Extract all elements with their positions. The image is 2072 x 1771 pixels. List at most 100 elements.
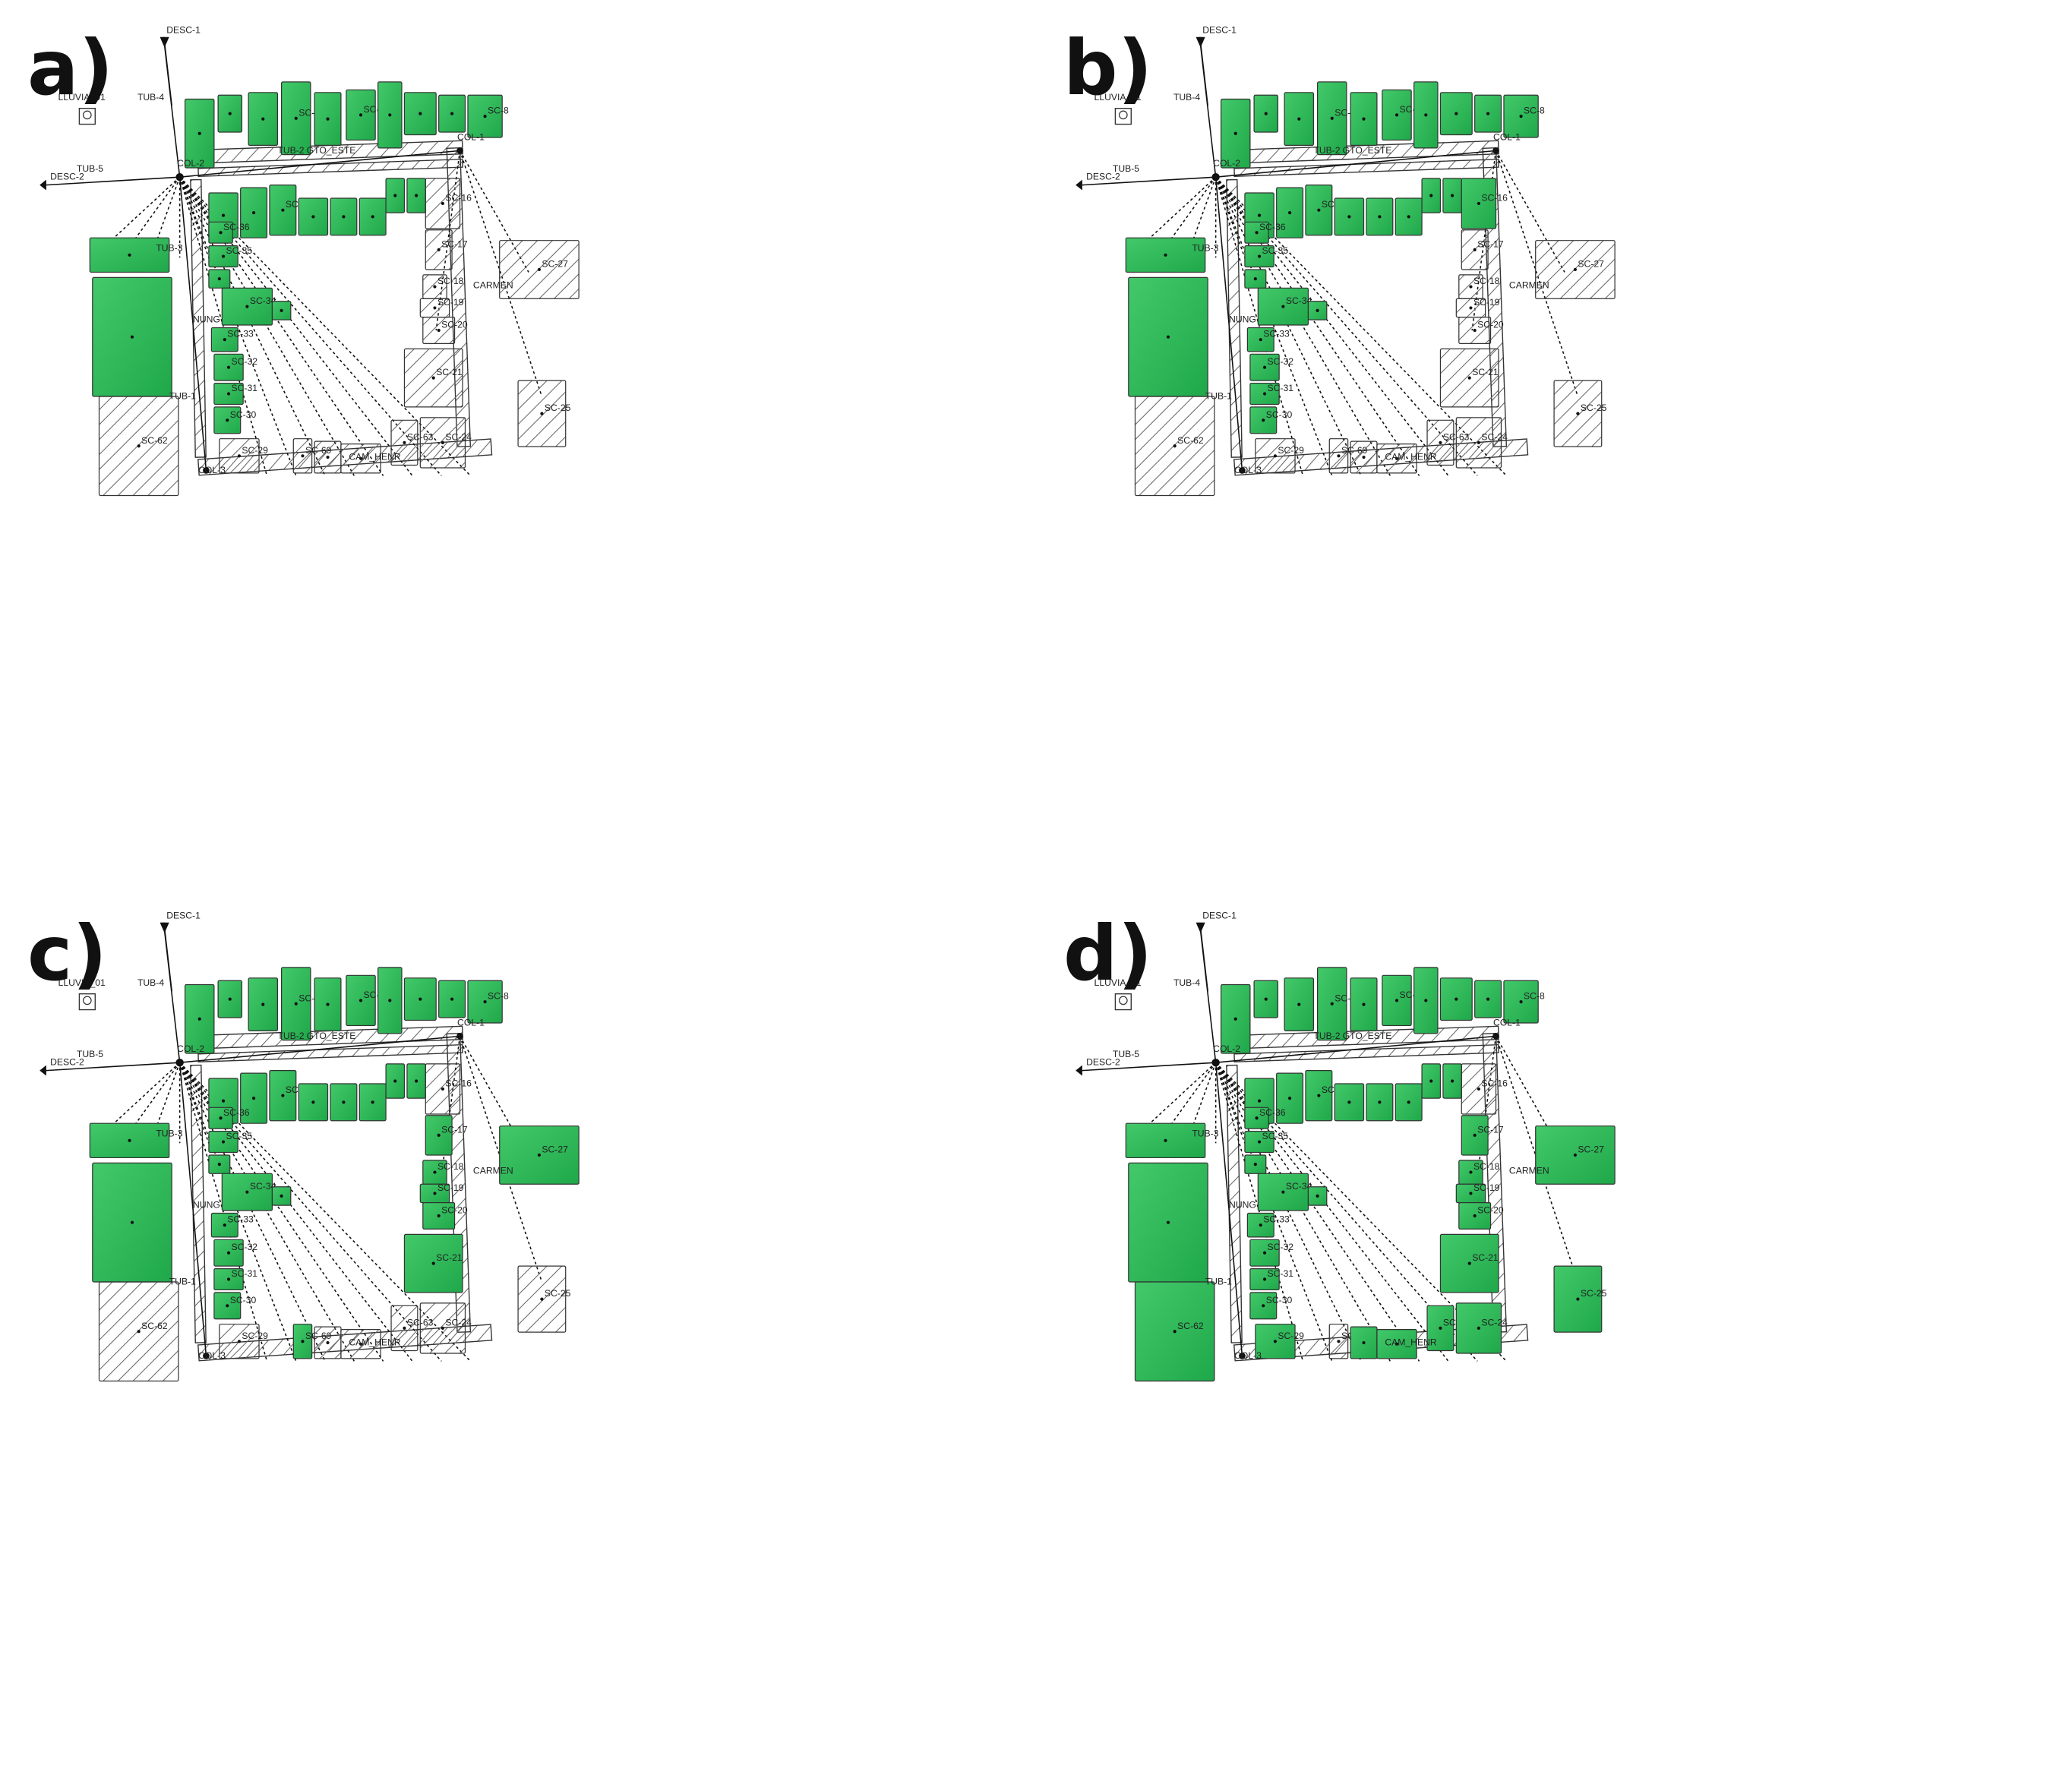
subcatchment-label: SC-21: [1472, 1252, 1499, 1263]
node-label: COL-3: [198, 1350, 226, 1361]
panel-b: SC-6SC-60SC-8SC-11SC-16SC-62SC-36SC-35SC…: [1036, 0, 2072, 886]
subcatchment-label: SC-32: [1268, 356, 1294, 367]
subcatchment-label: SC-34: [1286, 295, 1312, 306]
subcatchment-label: SC-35: [226, 245, 253, 256]
subcatchment-label: SC-19: [1473, 1182, 1500, 1193]
subcatchment-label: SC-27: [542, 1144, 568, 1154]
node-label: GTO_ESTE: [1343, 1031, 1392, 1041]
node-label: LLUVIA_01: [58, 977, 106, 988]
subcatchment-label: SC-35: [226, 1131, 253, 1141]
subcatchment-label: SC-8: [488, 991, 509, 1002]
node-label: COL-2: [1213, 158, 1240, 169]
subcatchment-label: SC-33: [1263, 1214, 1290, 1225]
subcatchment-label: SC-17: [1477, 238, 1504, 249]
subcatchment-label: SC-31: [1268, 1268, 1294, 1279]
node-label: LLUVIA_01: [1094, 92, 1142, 103]
node-label: TUB-3: [156, 1129, 182, 1139]
network-diagram: SC-6SC-60SC-8SC-11SC-16SC-62SC-36SC-35SC…: [1075, 24, 1616, 497]
subcatchment-label: SC-35: [1262, 1131, 1289, 1141]
subcatchment-label: SC-34: [1286, 1181, 1312, 1192]
node-label: DESC-1: [1202, 24, 1237, 35]
node-label: TUB-4: [1173, 977, 1200, 988]
node-label: TUB-1: [169, 1276, 196, 1286]
node-label: COL-3: [1234, 465, 1262, 475]
subcatchment-label: SC-27: [1578, 258, 1604, 269]
node-label: COL-2: [1213, 1043, 1240, 1054]
node-label: TUB-2: [277, 145, 304, 156]
subcatchment-label: SC-29: [242, 1331, 268, 1341]
subcatchment-label: SC-8: [488, 106, 509, 116]
node-label: COL-1: [1493, 131, 1521, 142]
subcatchment-label: SC-8: [1524, 991, 1545, 1002]
subcatchment-label: SC-18: [1473, 276, 1500, 286]
subcatchment-label: SC-16: [445, 192, 472, 203]
subcatchment-label: SC-36: [1259, 222, 1286, 232]
panel-c: SC-6SC-60SC-8SC-11SC-16SC-62SC-36SC-35SC…: [0, 886, 1036, 1771]
node-label: CAM_HENR: [349, 1337, 401, 1348]
panel-letter: b): [1063, 24, 1153, 112]
subcatchment-label: SC-18: [437, 1161, 464, 1172]
node-label: TUB-3: [1192, 1129, 1218, 1139]
subcatchment-label: SC-20: [441, 320, 468, 330]
subcatchment-label: SC-16: [445, 1078, 472, 1088]
node-label: CARMEN: [1509, 279, 1549, 290]
panel-letter: c): [27, 909, 107, 998]
node-label: CARMEN: [473, 1165, 513, 1176]
node-label: NUNG: [193, 314, 220, 325]
subcatchment-label: SC-36: [1259, 1107, 1286, 1118]
subcatchment-label: SC-33: [1263, 329, 1290, 339]
subcatchment-label: SC-24: [1481, 431, 1508, 442]
node-label: TUB-5: [1113, 163, 1139, 174]
node-label: DESC-1: [166, 911, 201, 921]
subcatchment-label: SC-34: [250, 1181, 276, 1192]
node-label: LLUVIA_01: [58, 92, 106, 103]
subcatchment-label: SC-21: [436, 1252, 463, 1263]
subcatchment-label: SC-20: [1477, 1205, 1504, 1216]
subcatchment-label: SC-36: [223, 222, 250, 232]
subcatchment-label: SC-27: [1578, 1144, 1604, 1154]
network-diagram: SC-6SC-60SC-8SC-11SC-16SC-62SC-36SC-35SC…: [39, 24, 580, 497]
node-label: CARMEN: [473, 279, 513, 290]
node-label: DESC-2: [1086, 1057, 1120, 1068]
subcatchment-label: SC-16: [1481, 1078, 1508, 1088]
subcatchment-label: SC-62: [1177, 435, 1204, 446]
node-label: TUB-2: [1313, 145, 1340, 156]
node-label: TUB-5: [77, 163, 103, 174]
node-label: DESC-2: [50, 172, 84, 182]
node-label: COL-2: [177, 1043, 204, 1054]
node-label: TUB-4: [137, 977, 164, 988]
node-label: TUB-2: [277, 1031, 304, 1041]
subcatchment-label: SC-33: [227, 329, 254, 339]
subcatchment-label: SC-35: [1262, 245, 1289, 256]
panel-d: SC-6SC-60SC-8SC-11SC-16SC-62SC-36SC-35SC…: [1036, 886, 2072, 1771]
panel-a: SC-6SC-60SC-8SC-11SC-16SC-62SC-36SC-35SC…: [0, 0, 1036, 886]
node-label: TUB-1: [169, 390, 196, 401]
node-label: TUB-3: [1192, 243, 1218, 254]
subcatchment-label: SC-31: [232, 383, 258, 393]
subcatchment-label: SC-29: [242, 445, 268, 456]
subcatchment-label: SC-21: [1472, 367, 1499, 377]
node-label: GTO_ESTE: [1343, 145, 1392, 156]
subcatchment-label: SC-19: [1473, 297, 1500, 308]
node-label: COL-3: [1234, 1350, 1262, 1361]
subcatchment-label: SC-20: [1477, 320, 1504, 330]
subcatchment-label: SC-24: [445, 1317, 472, 1327]
node-label: COL-2: [177, 158, 204, 169]
node-label: DESC-1: [1202, 911, 1237, 921]
panel-letter: d): [1063, 909, 1153, 998]
subcatchment-label: SC-29: [1278, 445, 1304, 456]
subcatchment-label: SC-25: [545, 402, 571, 413]
panel-letter: a): [27, 24, 114, 112]
subcatchment-label: SC-24: [445, 431, 472, 442]
subcatchment-label: SC-24: [1481, 1317, 1508, 1327]
node-label: DESC-2: [50, 1057, 84, 1068]
subcatchment-label: SC-36: [223, 1107, 250, 1118]
subcatchment-label: SC-17: [1477, 1124, 1504, 1135]
subcatchment-label: SC-25: [1581, 402, 1607, 413]
node-label: CAM_HENR: [349, 452, 401, 462]
subcatchment-label: SC-16: [1481, 192, 1508, 203]
node-label: DESC-2: [1086, 172, 1120, 182]
subcatchment-label: SC-31: [232, 1268, 258, 1279]
subcatchment-label: SC-25: [545, 1288, 571, 1299]
node-label: CARMEN: [1509, 1165, 1549, 1176]
